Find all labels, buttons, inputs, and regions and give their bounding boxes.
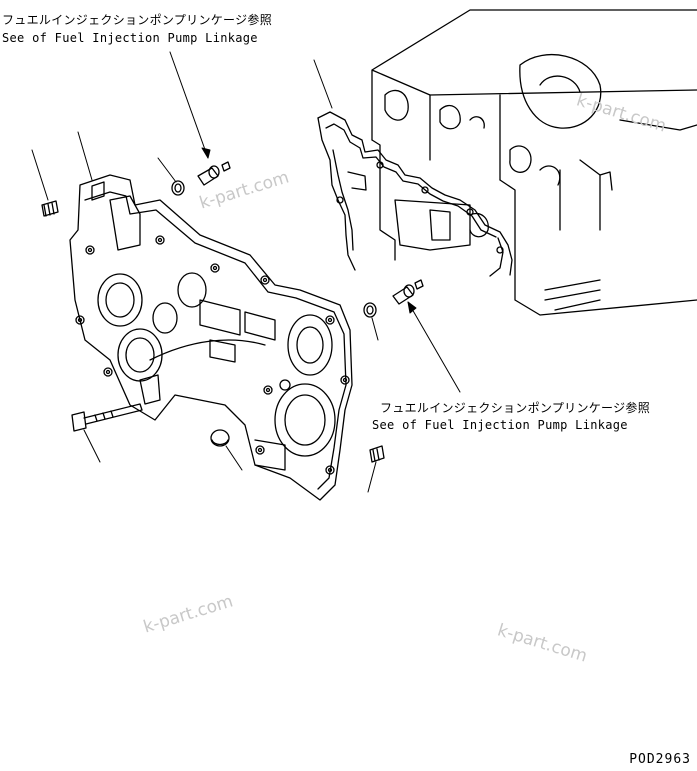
callout-right-jp: フュエルインジェクションポンプリンケージ参照	[380, 401, 651, 415]
plug-right	[369, 445, 385, 463]
bolt	[71, 403, 143, 432]
front-cover-gasket	[317, 111, 513, 277]
cylinder-block	[371, 9, 697, 316]
callout-top-en: See of Fuel Injection Pump Linkage	[2, 31, 258, 45]
leader-lines	[31, 59, 379, 493]
callout-right-en: See of Fuel Injection Pump Linkage	[372, 418, 628, 432]
o-ring-upper	[171, 180, 185, 196]
o-ring-lower	[363, 302, 377, 318]
front-gear-cover	[69, 174, 353, 501]
callout-arrows	[169, 51, 461, 393]
plug-left	[41, 200, 59, 217]
cap	[210, 429, 230, 447]
cover-plug-lower	[392, 279, 424, 305]
callout-top-jp: フュエルインジェクションポンプリンケージ参照	[2, 13, 273, 27]
drawing-code: POD2963	[629, 752, 691, 767]
cover-plug-upper	[197, 161, 231, 186]
